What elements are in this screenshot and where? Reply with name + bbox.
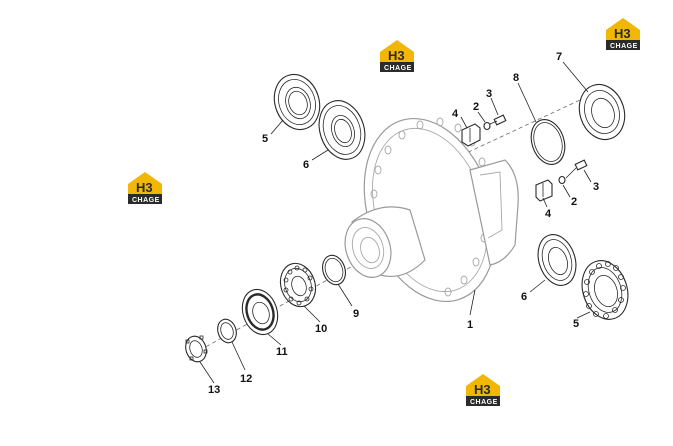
- callout-3-lower: 3: [593, 181, 599, 193]
- washer-lower: [558, 175, 566, 185]
- bracket-upper: [461, 123, 481, 147]
- callout-2-lower: 2: [571, 196, 577, 208]
- callout-2-upper: 2: [473, 101, 479, 113]
- callout-6-lower: 6: [521, 291, 527, 303]
- o-ring: [530, 119, 566, 165]
- callout-4-upper: 4: [452, 108, 459, 120]
- seal-ring-upper: [273, 73, 321, 131]
- watermark-logo-top-center: H3 CHAGE: [380, 40, 414, 72]
- callout-5-upper: 5: [262, 133, 268, 145]
- callout-11: 11: [276, 346, 288, 358]
- watermark-logo-top-right: H3 CHAGE: [606, 18, 640, 50]
- watermark-text: CHAGE: [470, 399, 498, 406]
- bracket-lower: [535, 179, 553, 202]
- svg-text:H3: H3: [388, 48, 405, 63]
- callout-6-upper: 6: [303, 159, 309, 171]
- watermark-text: CHAGE: [610, 43, 638, 50]
- wheel-hub-housing: [344, 117, 519, 303]
- callout-1: 1: [467, 319, 473, 331]
- callout-7: 7: [556, 51, 562, 63]
- callout-3-upper: 3: [486, 88, 492, 100]
- watermark-logo-left: H3 CHAGE: [128, 172, 162, 204]
- taper-roller-bearing: [279, 262, 317, 308]
- washer-upper: [483, 121, 491, 131]
- svg-text:H3: H3: [474, 382, 491, 397]
- callout-5-lower: 5: [573, 318, 579, 330]
- leader-lines: [199, 61, 592, 384]
- bearing-upper: [318, 100, 366, 160]
- lock-nut: [185, 335, 208, 363]
- snap-ring: [322, 254, 346, 286]
- bolt-upper: [489, 114, 507, 126]
- callout-10: 10: [315, 323, 327, 335]
- callout-4-lower: 4: [545, 208, 552, 220]
- watermark-text: CHAGE: [384, 65, 412, 72]
- roller-bearing-lower: [581, 260, 629, 320]
- bearing-lower: [537, 234, 577, 286]
- watermark-logo-bottom: H3 CHAGE: [466, 374, 500, 406]
- callout-9: 9: [353, 308, 359, 320]
- bolt-lower: [565, 159, 588, 179]
- watermark-text: CHAGE: [132, 197, 160, 204]
- callout-13: 13: [208, 384, 220, 396]
- svg-text:H3: H3: [614, 26, 631, 41]
- svg-text:H3: H3: [136, 180, 153, 195]
- callout-8: 8: [513, 72, 519, 84]
- bearing-cup: [578, 83, 626, 141]
- callout-12: 12: [240, 373, 252, 385]
- lock-washer: [217, 318, 237, 344]
- oil-seal: [241, 288, 279, 336]
